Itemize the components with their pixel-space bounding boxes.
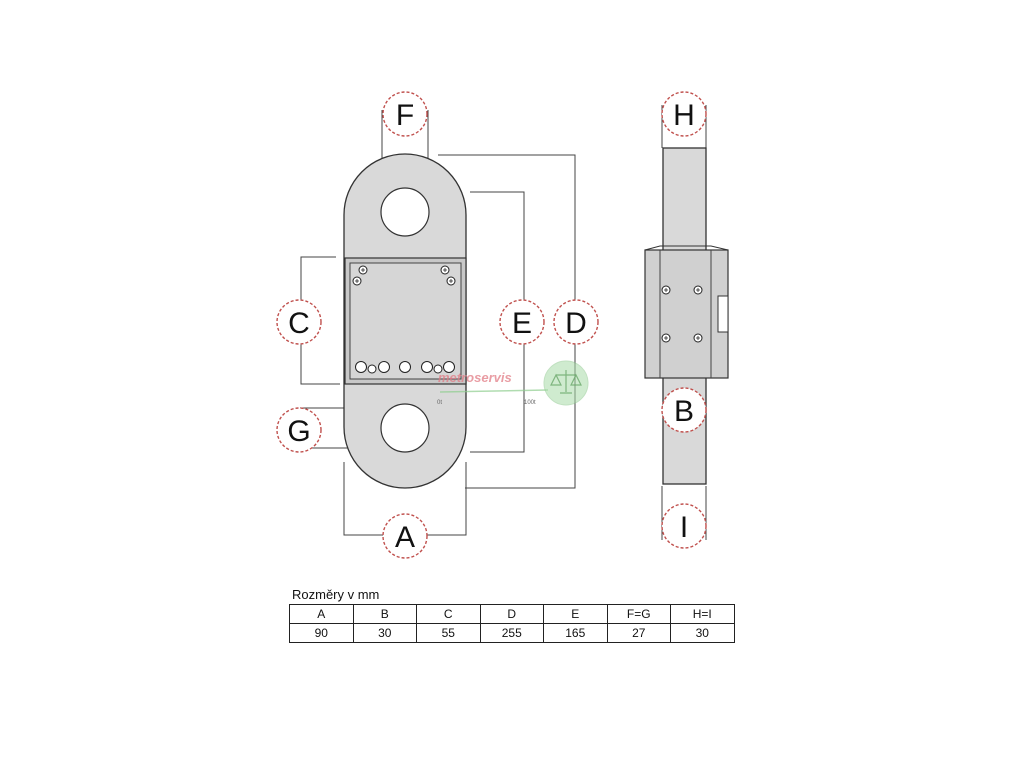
svg-text:C: C — [288, 307, 310, 340]
svg-text:A: A — [395, 521, 415, 554]
header-cell: E — [543, 604, 608, 624]
header-cell: B — [352, 604, 417, 624]
header-cell: A — [289, 604, 354, 624]
svg-text:D: D — [565, 307, 587, 340]
header-cell: C — [416, 604, 481, 624]
top-shackle-hole — [380, 187, 430, 237]
label-D: D — [553, 299, 599, 345]
value-cell: 27 — [606, 623, 671, 643]
label-B: B — [661, 387, 707, 433]
table-caption: Rozměry v mm — [292, 587, 380, 602]
bottom-shackle-hole — [380, 403, 430, 453]
label-I: I — [661, 503, 707, 549]
label-E: E — [499, 299, 545, 345]
dimension-drawing: 0t 100t F D E C G A — [276, 91, 729, 559]
dimensions-table: A B C D E F=G H=I 90 30 55 255 165 27 30 — [289, 604, 735, 643]
value-cell: 90 — [289, 623, 354, 643]
dynamometer-side-view — [644, 147, 729, 485]
watermark-text: metroservis — [438, 370, 512, 385]
panel-buttons — [355, 361, 455, 374]
side-housing — [644, 249, 729, 379]
svg-text:F: F — [396, 99, 414, 132]
header-cell: H=I — [670, 604, 735, 624]
label-A: A — [382, 513, 428, 559]
value-cell: 55 — [416, 623, 481, 643]
svg-text:H: H — [673, 99, 695, 132]
value-cell: 165 — [543, 623, 608, 643]
watermark: metroservis — [438, 360, 589, 406]
label-H: H — [661, 91, 707, 137]
svg-text:E: E — [512, 307, 532, 340]
table-value-row: 90 30 55 255 165 27 30 — [289, 623, 735, 643]
dynamometer-front-view: 0t 100t — [343, 153, 536, 489]
svg-text:I: I — [680, 511, 688, 544]
header-cell: F=G — [606, 604, 671, 624]
side-screws — [661, 285, 703, 343]
panel-screws — [352, 265, 456, 286]
label-C: C — [276, 299, 322, 345]
value-cell: 255 — [479, 623, 544, 643]
label-F: F — [382, 91, 428, 137]
header-cell: D — [479, 604, 544, 624]
svg-text:G: G — [287, 415, 310, 448]
value-cell: 30 — [352, 623, 417, 643]
device-mark-right: 100t — [524, 400, 536, 406]
value-cell: 30 — [670, 623, 735, 643]
svg-text:B: B — [674, 395, 694, 428]
label-G: G — [276, 407, 322, 453]
table-header-row: A B C D E F=G H=I — [289, 604, 735, 624]
display-panel — [349, 262, 462, 380]
device-mark-left: 0t — [437, 400, 442, 406]
